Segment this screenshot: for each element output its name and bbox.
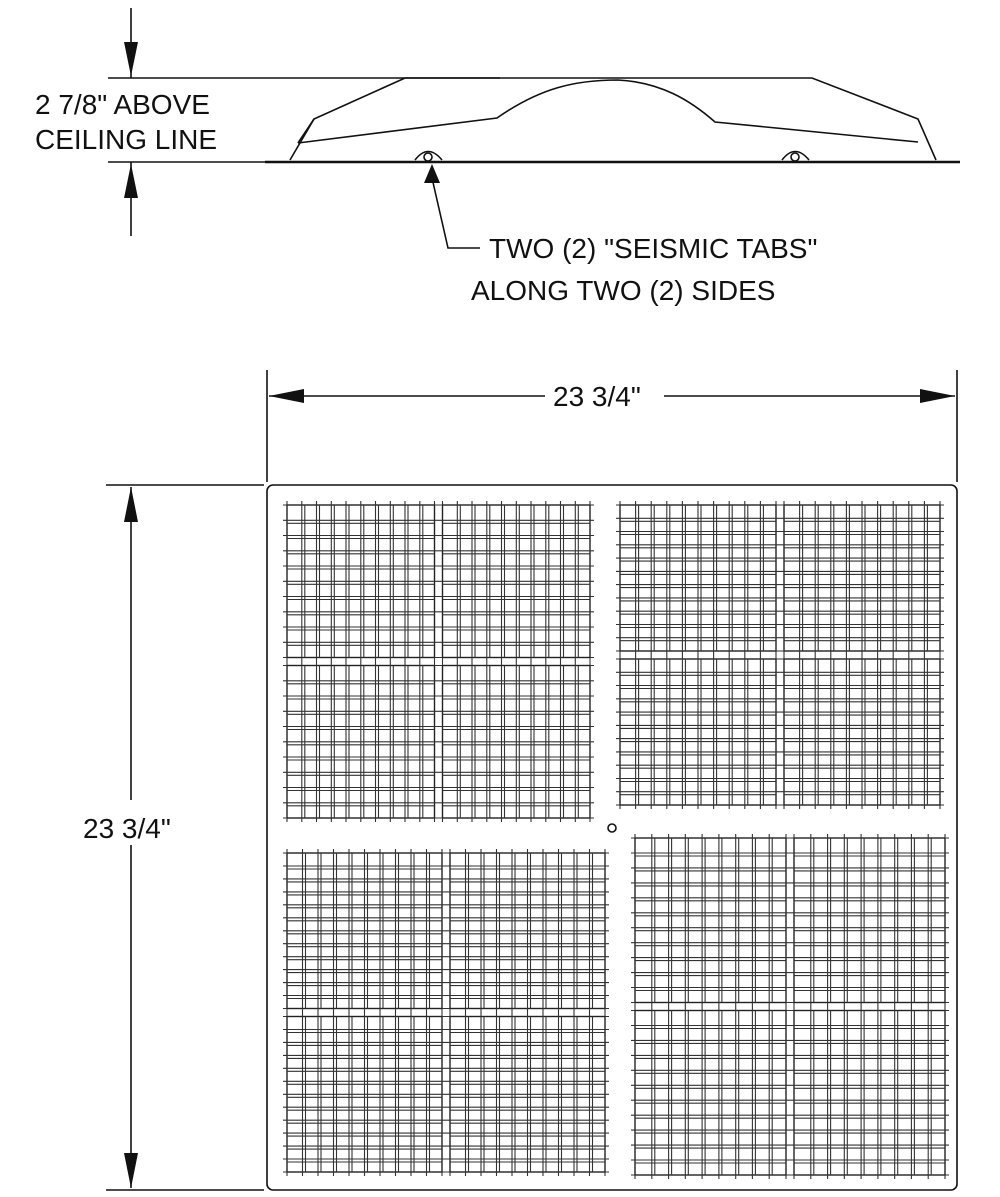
tabs-label-line1: TWO (2) "SEISMIC TABS"	[489, 233, 817, 264]
seismic-tab-left	[414, 150, 443, 162]
depth-arrow-top	[124, 487, 138, 522]
tabs-label-line2: ALONG TWO (2) SIDES	[471, 275, 775, 306]
grille-panel-top-left-1	[283, 501, 439, 662]
grille-panel-bottom-left-2	[446, 849, 609, 1013]
seismic-tab-right	[781, 150, 810, 162]
grille-panel-top-right-3	[616, 655, 780, 809]
diffuser-face-outline	[266, 484, 958, 1191]
height-label-line2: CEILING LINE	[35, 124, 217, 155]
grille-panel-top-right-1	[616, 501, 780, 655]
grille-panel-bottom-right-4	[790, 1006, 949, 1179]
grille-panel-bottom-right-2	[790, 834, 949, 1007]
grille-panel-top-right-2	[780, 501, 944, 655]
depth-dimension-label: 23 3/4"	[83, 813, 171, 844]
height-label-line1: 2 7/8" ABOVE	[35, 89, 210, 120]
tab-leader-arrow	[424, 164, 440, 183]
width-arrow-left	[269, 389, 304, 403]
plan-view: 23 3/4" 23 3/4"	[83, 370, 958, 1191]
grille-panel-bottom-right-1	[631, 834, 790, 1007]
tab-leader-line	[431, 177, 480, 249]
grille-panel-bottom-left-3	[283, 1012, 446, 1176]
grille-panels	[283, 501, 949, 1179]
diffuser-inner-profile	[297, 79, 919, 144]
width-arrow-right	[920, 389, 955, 403]
width-dimension-label: 23 3/4"	[553, 381, 641, 412]
depth-arrow-bottom	[124, 1153, 138, 1188]
diffuser-inner-left-edge	[297, 118, 315, 144]
grille-panel-top-left-3	[283, 661, 439, 822]
grille-panel-bottom-right-3	[631, 1006, 790, 1179]
grille-panel-top-right-4	[780, 655, 944, 809]
height-arrow-top	[124, 42, 138, 76]
side-elevation-view: 2 7/8" ABOVE CEILING LINE TWO (2) "SEISM…	[35, 8, 960, 306]
grille-panel-top-left-4	[438, 661, 594, 822]
height-arrow-bottom	[124, 164, 138, 198]
diffuser-outer-profile	[289, 77, 937, 161]
grille-panel-bottom-left-1	[283, 849, 446, 1013]
grille-panel-top-left-2	[438, 501, 594, 662]
grille-panel-bottom-left-4	[446, 1012, 609, 1176]
center-screw	[607, 823, 617, 833]
